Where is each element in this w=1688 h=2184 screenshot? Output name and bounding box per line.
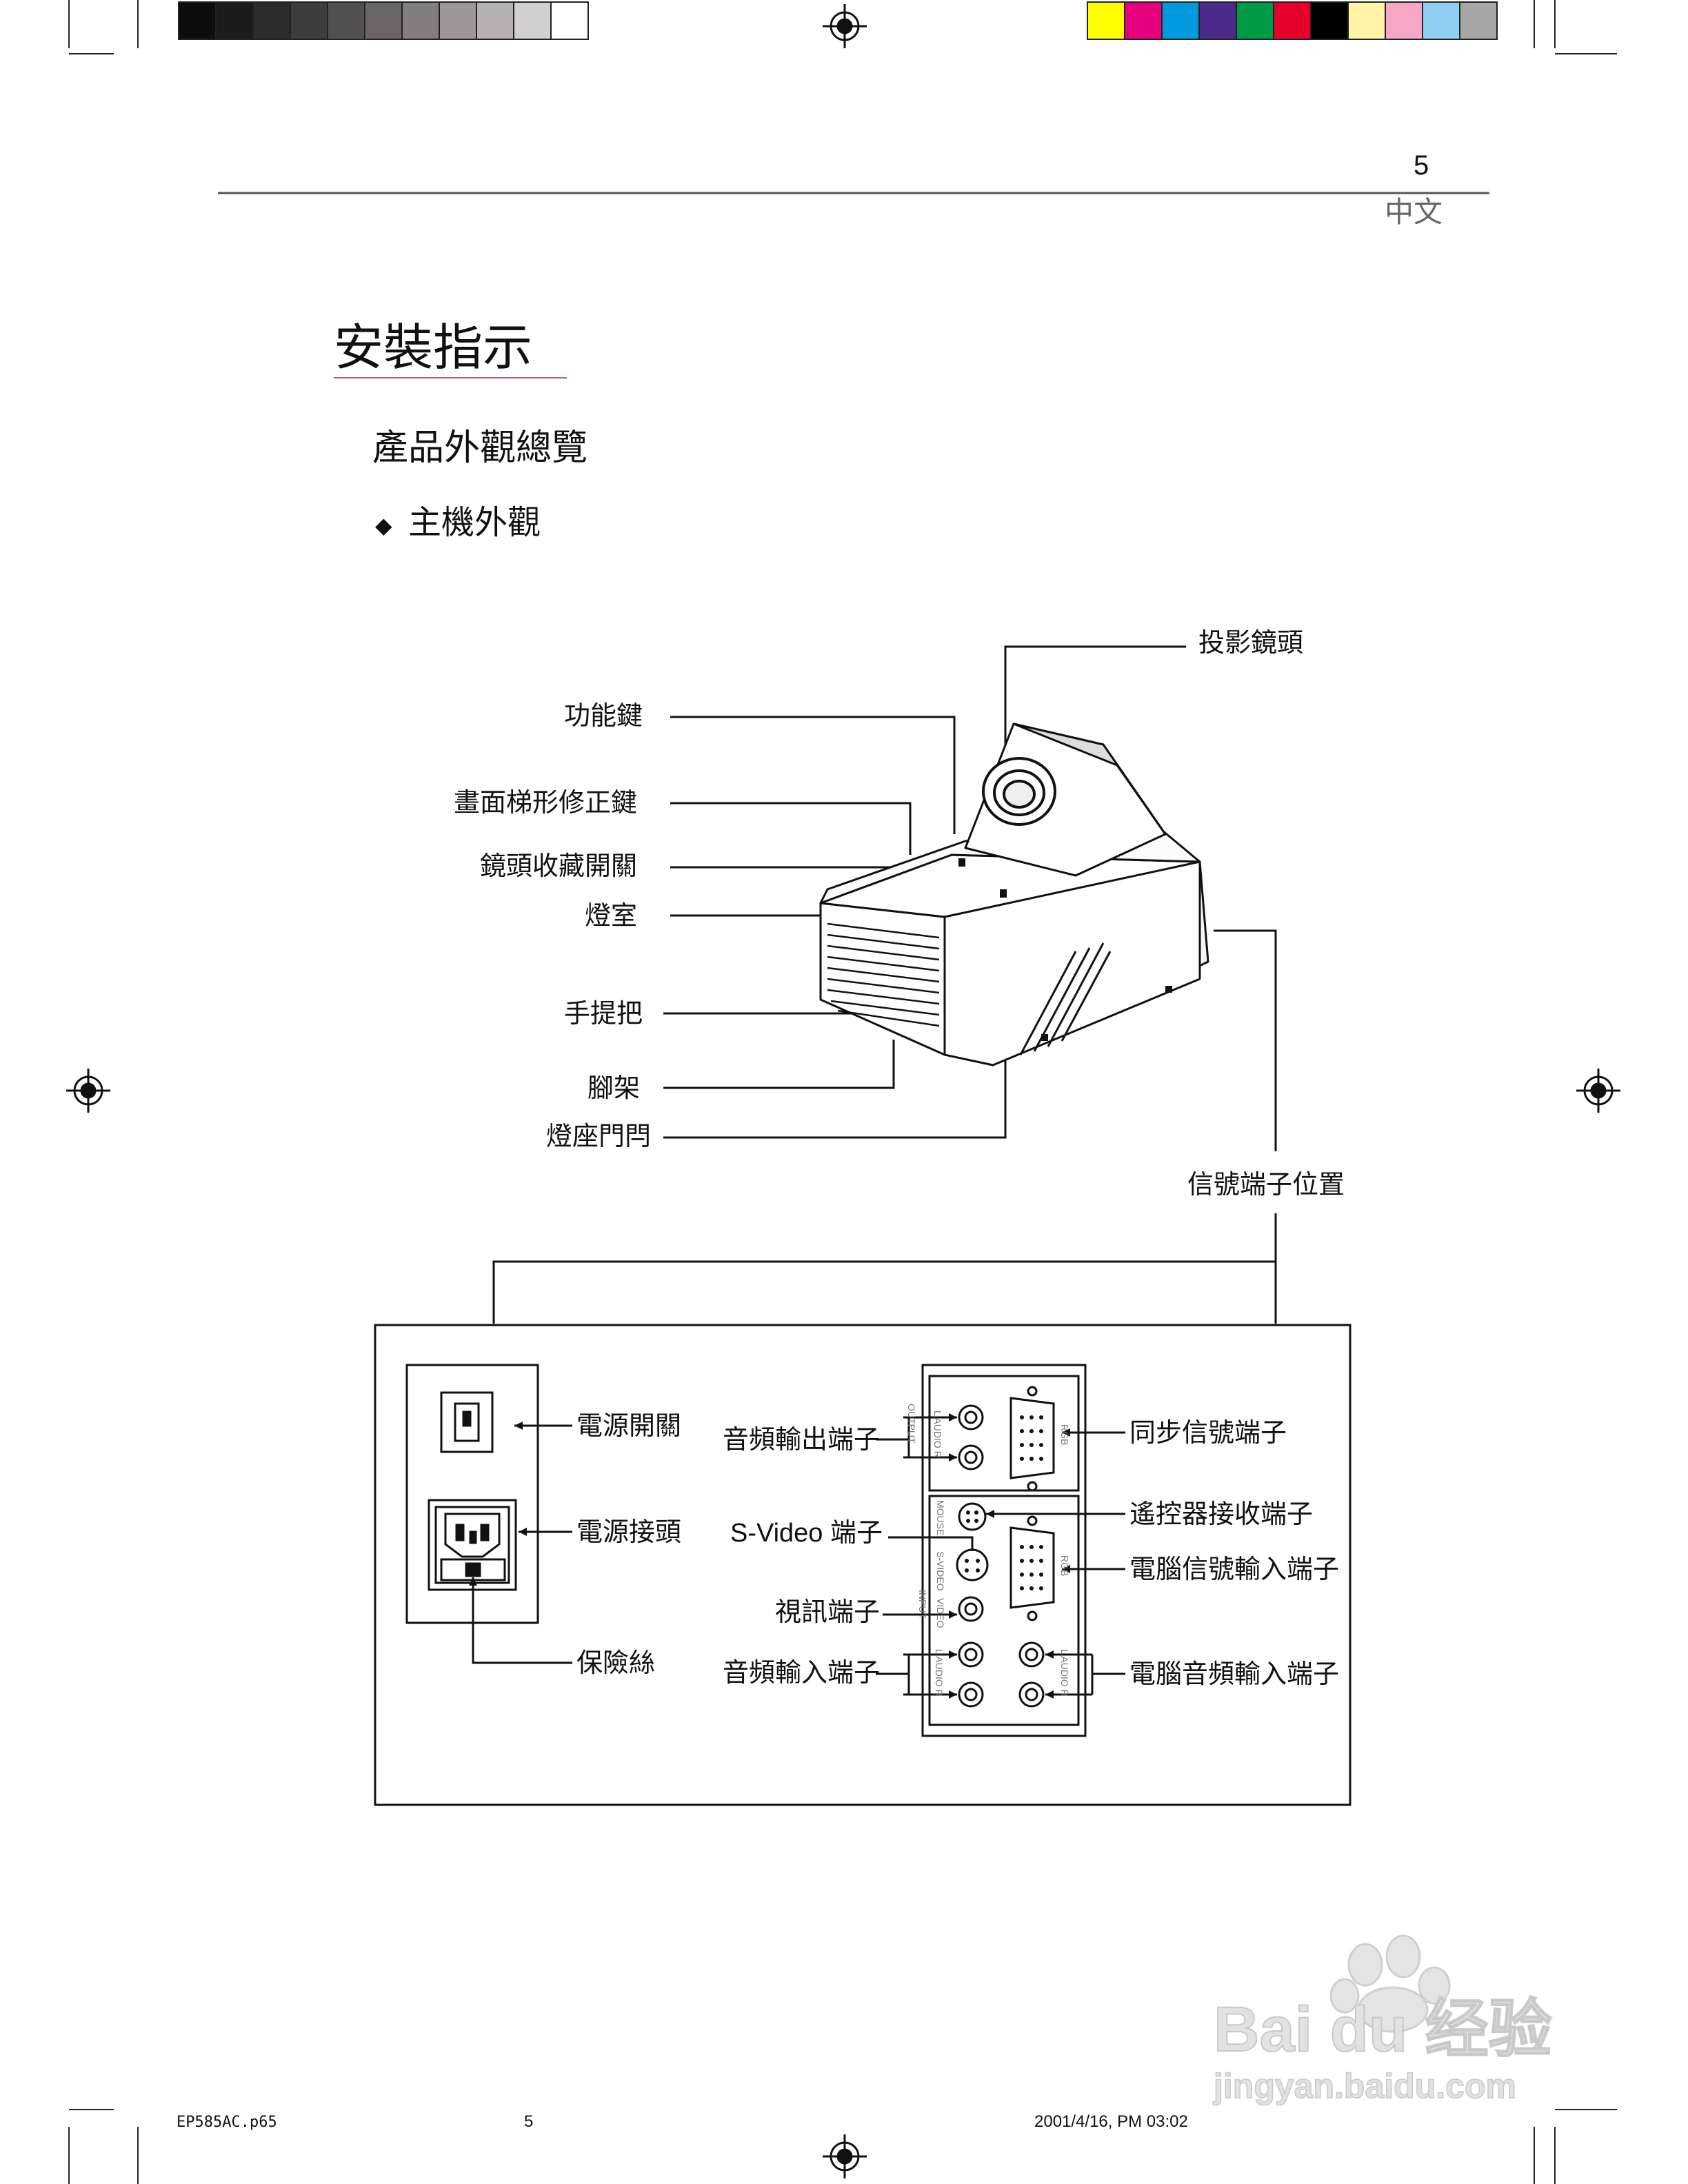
gray-swatch [403,3,440,39]
gray-swatch [254,3,291,39]
connector-label-audio-in: L AUDIO R [934,1649,945,1697]
label-remote-receiver: 遙控器接收端子 [1129,1499,1314,1529]
bullet-heading: 主機外觀 [408,503,541,542]
gray-swatch [217,3,254,39]
registration-mark [1576,1069,1620,1113]
label-power-switch: 電源開關 [576,1410,682,1441]
language-label: 中文 [1385,195,1443,229]
label-video: 視訊端子 [774,1597,880,1627]
connector-label-svideo: S-VIDEO [935,1551,946,1591]
callout-projection-lens: 投影鏡頭 [1198,627,1304,658]
label-pc-audio-in: 電腦音頻輸入端子 [1129,1659,1340,1689]
registration-mark [823,4,867,48]
label-pc-signal-in: 電腦信號輸入端子 [1129,1554,1340,1584]
connector-label-video: VIDEO [935,1598,946,1628]
color-swatch [1163,3,1200,39]
section-subtitle: 產品外觀總覽 [372,427,588,469]
gray-swatch [291,3,328,39]
label-svideo: S-Video 端子 [730,1519,883,1548]
color-swatch [1125,3,1163,39]
callout-lens-storage-switch: 鏡頭收藏開關 [479,851,637,881]
connector-label-rgb-sync: RGB [1059,1424,1070,1446]
connector-label-audio-out: L AUDIO R [932,1410,943,1458]
label-audio-in: 音頻輸入端子 [722,1657,880,1688]
color-bar [1087,1,1498,40]
watermark: Bai du 经验 jingyan.baidu.com [1186,1930,1600,2110]
gray-scale-bar [178,1,589,40]
gray-swatch [514,3,552,39]
footer-file: EP585AC.p65 [177,2114,277,2131]
label-sync: 同步信號端子 [1129,1417,1287,1448]
color-swatch [1237,3,1274,39]
callout-foot-stand: 腳架 [587,1073,640,1103]
connector-label-mouse: MOUSE [935,1500,946,1536]
bullet-diamond-icon: ◆ [375,512,392,538]
connector-label-pc-audio-in: L AUDIO R [1059,1649,1070,1697]
callout-handle: 手提把 [563,998,643,1029]
page-title: 安裝指示 [334,318,533,376]
connector-label-output: OUTPUT [906,1404,917,1444]
label-fuse: 保險絲 [576,1648,656,1678]
label-power-socket: 電源接頭 [576,1517,682,1547]
page-number: 5 [1414,150,1429,181]
callout-function-keys: 功能鍵 [563,700,643,731]
registration-mark [823,2134,867,2178]
color-swatch [1274,3,1312,39]
color-swatch [1200,3,1237,39]
footer-date: 2001/4/16, PM 03:02 [1034,2112,1188,2131]
gray-swatch [365,3,403,39]
connector-label-input: INPUT [917,1590,928,1619]
watermark-brand: Bai du 经验 [1213,1994,1553,2065]
registration-mark [66,1069,110,1113]
gray-swatch [179,3,217,39]
color-swatch [1423,3,1460,39]
color-swatch [1088,3,1125,39]
color-swatch [1386,3,1423,39]
gray-swatch [552,3,587,39]
gray-swatch [440,3,477,39]
gray-swatch [328,3,365,39]
callout-lamp-door-latch: 燈座門閂 [545,1121,651,1151]
color-swatch [1312,3,1349,39]
gray-swatch [477,3,514,39]
callout-lamp-chamber: 燈室 [584,900,637,931]
callout-signal-terminal-location: 信號端子位置 [1187,1169,1345,1200]
label-audio-out: 音頻輸出端子 [722,1424,880,1455]
color-swatch [1349,3,1386,39]
callout-keystone-key: 畫面梯形修正鍵 [453,787,637,818]
paw-logo-icon [1329,1934,1451,2033]
watermark-url: jingyan.baidu.com [1213,2066,1516,2106]
color-swatch [1460,3,1496,39]
footer-page: 5 [524,2112,534,2131]
connector-label-rgb-in: RGB [1059,1555,1070,1577]
